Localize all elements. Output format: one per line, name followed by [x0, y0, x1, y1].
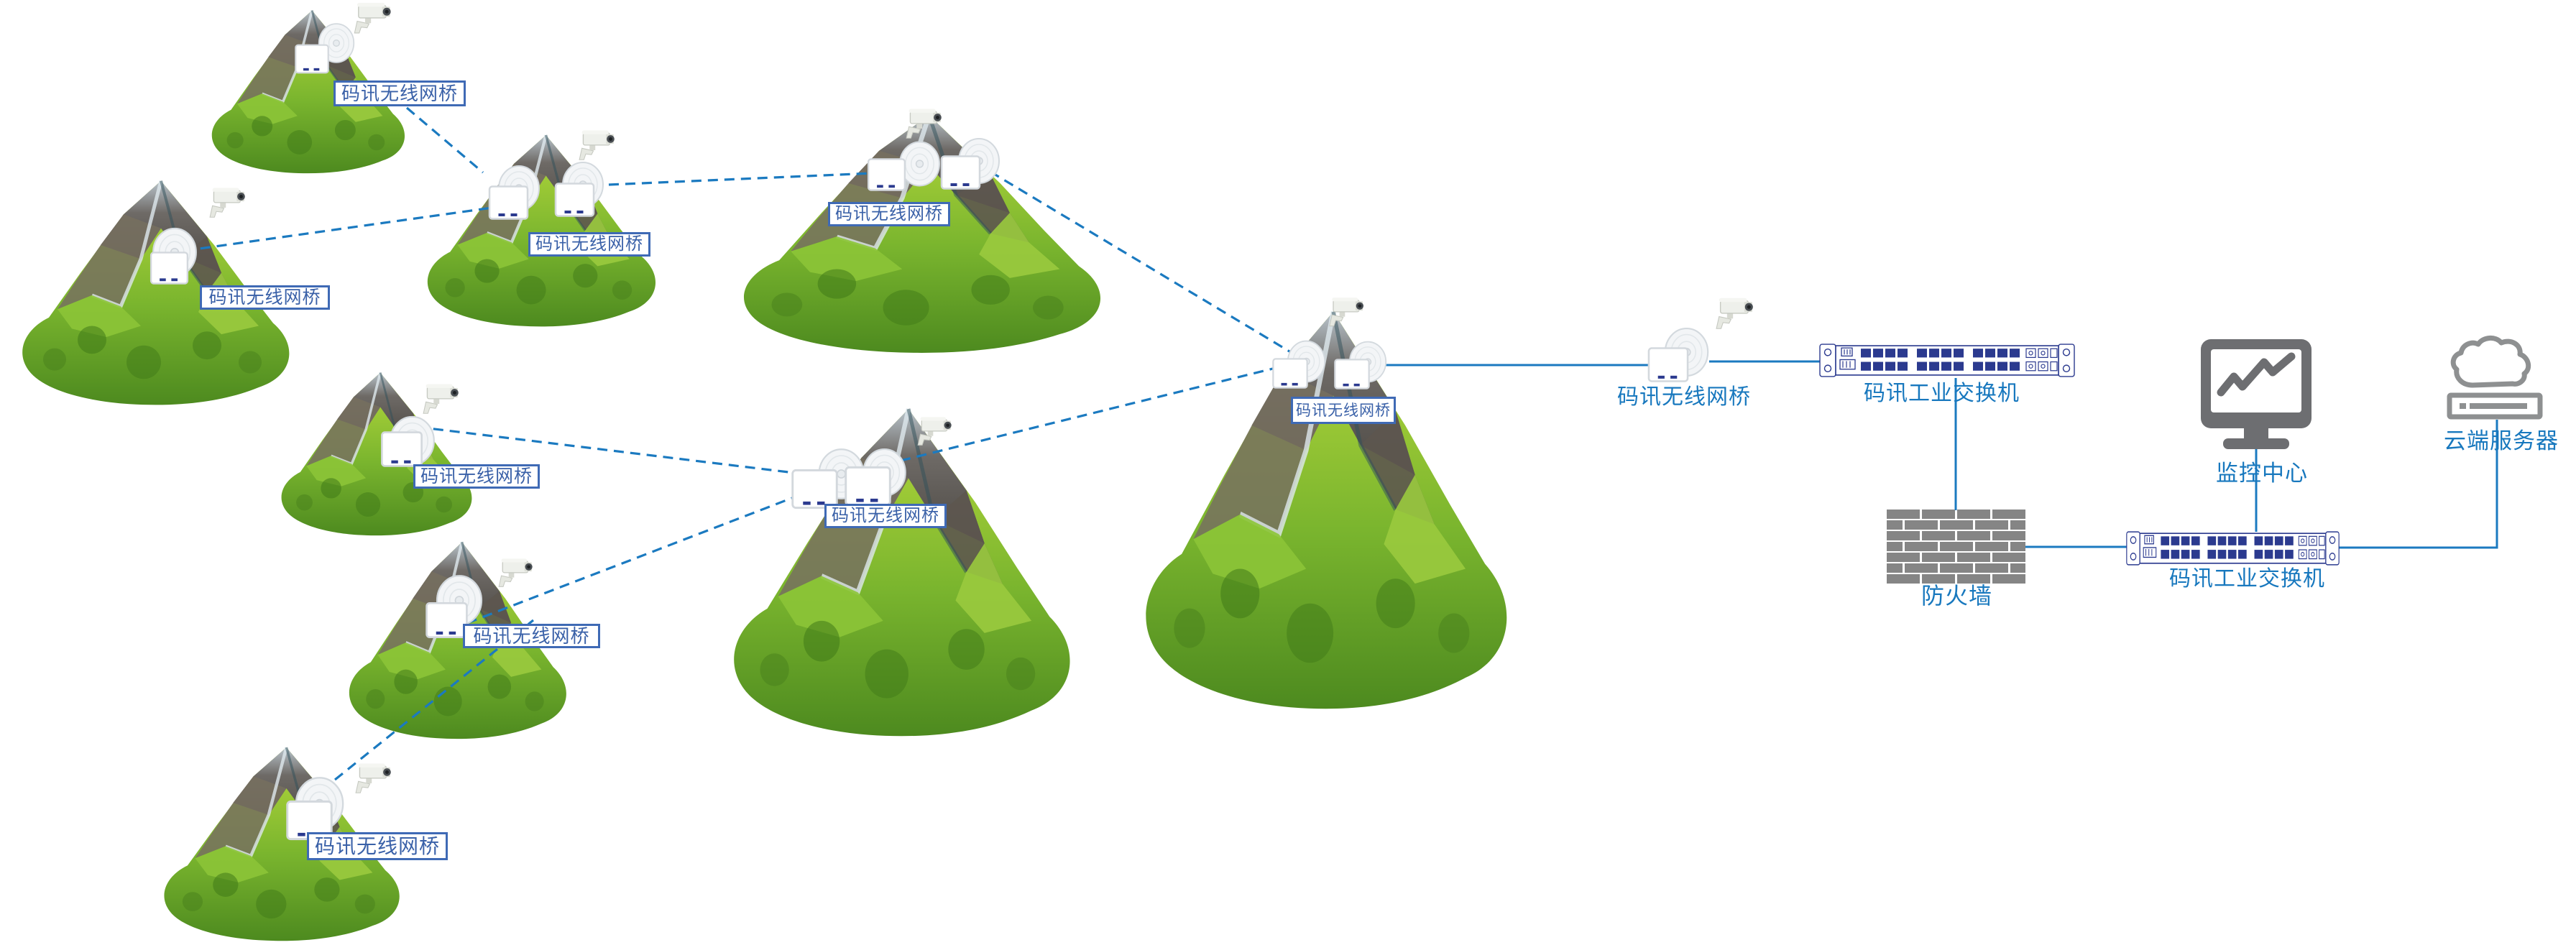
wireless-bridge-unit-icon	[488, 185, 529, 220]
cctv-camera-icon	[209, 187, 246, 218]
wireless-bridge-unit-icon	[554, 183, 595, 217]
site-label: 码讯无线网桥	[828, 202, 950, 226]
cctv-camera-icon	[917, 416, 952, 446]
wireless-bridge-unit-icon	[1647, 347, 1689, 382]
wireless-bridge-unit-icon	[867, 158, 906, 191]
relay-bridge-label: 码讯无线网桥	[1617, 385, 1751, 409]
cctv-camera-icon	[1716, 298, 1754, 329]
site-label: 码讯无线网桥	[463, 624, 600, 648]
switch-top-label: 码讯工业交换机	[1864, 382, 2020, 405]
cctv-camera-icon	[355, 762, 392, 793]
wireless-bridge-unit-icon	[940, 155, 981, 190]
mountain	[713, 397, 1111, 743]
site-label: 码讯无线网桥	[528, 232, 650, 257]
industrial-switch-icon	[1819, 342, 2075, 379]
monitor-center-label: 监控中心	[2216, 461, 2308, 486]
mountain	[413, 128, 684, 331]
wireless-bridge-unit-icon	[295, 44, 329, 74]
site-label: 码讯无线网桥	[200, 285, 330, 310]
cctv-camera-icon	[423, 383, 459, 414]
wireless-bridge-unit-icon	[1334, 359, 1370, 389]
cctv-camera-icon	[498, 558, 533, 587]
firewall-icon	[1887, 510, 2025, 584]
switch-bottom-label: 码讯工业交换机	[2169, 567, 2325, 591]
industrial-switch-icon	[2126, 530, 2340, 567]
wireless-bridge-unit-icon	[845, 466, 891, 507]
site-label: 码讯无线网桥	[334, 80, 466, 106]
cctv-camera-icon	[1329, 297, 1364, 327]
monitor-icon	[2199, 338, 2313, 451]
site-label: 码讯无线网桥	[1291, 397, 1396, 424]
cctv-camera-icon	[354, 2, 392, 34]
wireless-bridge-unit-icon	[381, 431, 423, 467]
site-label: 码讯无线网桥	[824, 504, 947, 528]
wireless-bridge-unit-icon	[426, 601, 468, 639]
site-label: 码讯无线网桥	[307, 832, 448, 860]
wireless-bridge-unit-icon	[1272, 358, 1308, 389]
cloud-server-icon	[2447, 335, 2543, 420]
cloud-server-label: 云端服务器	[2444, 428, 2559, 453]
site-label: 码讯无线网桥	[413, 464, 540, 489]
cctv-camera-icon	[906, 108, 942, 139]
wireless-bridge-unit-icon	[150, 252, 189, 285]
firewall-label: 防火墙	[1921, 583, 1993, 609]
cctv-camera-icon	[579, 129, 615, 160]
